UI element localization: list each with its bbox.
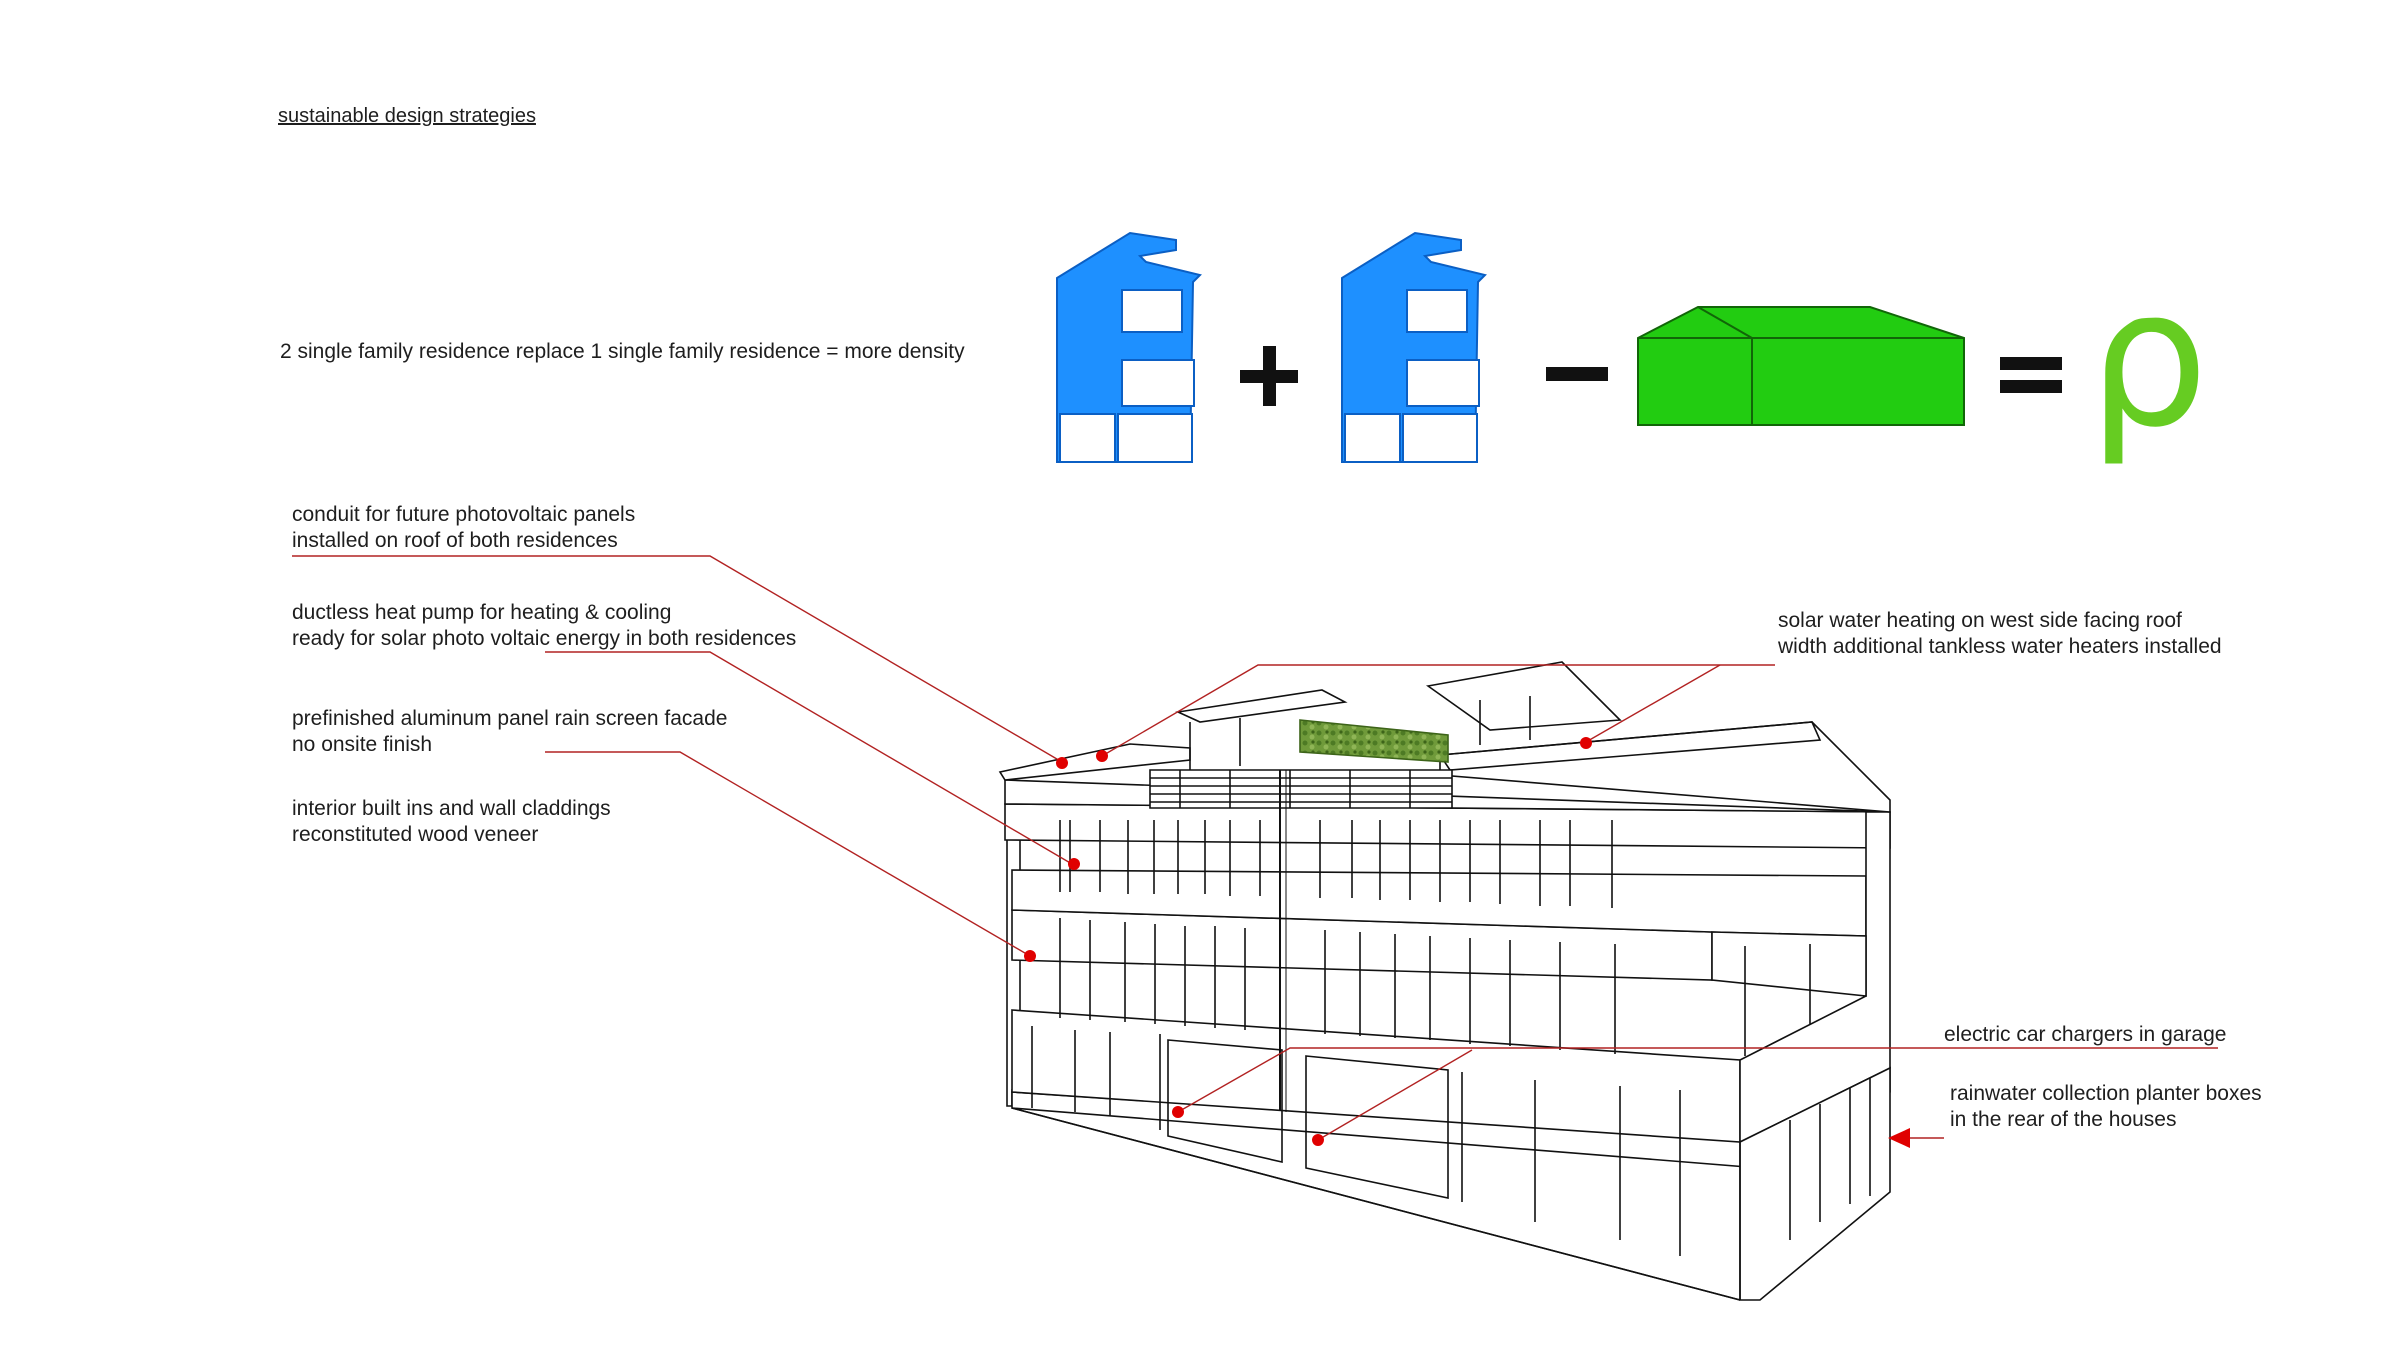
building-drawing (998, 661, 1891, 1301)
marker-dot (1172, 1106, 1184, 1118)
callout-heat-pump: ductless heat pump for heating & cooling… (292, 600, 796, 652)
callout-solar-water-line-2: width additional tankless water heaters … (1778, 635, 2222, 658)
callout-heat-pump-line-2: ready for solar photo voltaic energy in … (292, 627, 797, 650)
callout-photovoltaic-line-1: conduit for future photovoltaic panels (292, 503, 636, 526)
marker-dot (1096, 750, 1108, 762)
callout-photovoltaic: conduit for future photovoltaic panels i… (292, 502, 635, 554)
leader-heat-pump (545, 651, 1073, 865)
callout-interior: interior built ins and wall claddings re… (292, 796, 611, 848)
leader-photovoltaic-2 (1101, 664, 1775, 757)
marker-dot (1580, 737, 1592, 749)
rainwater-arrow-icon (1888, 1128, 1944, 1148)
marker-dot (1312, 1134, 1324, 1146)
callout-facade-line-2: no onsite finish (292, 733, 433, 756)
density-equation-text: 2 single family residence replace 1 sing… (280, 340, 965, 363)
callout-rainwater-line-1: rainwater collection planter boxes (1950, 1082, 2262, 1105)
leader-lines (292, 555, 2218, 1141)
callout-rainwater: rainwater collection planter boxes in th… (1950, 1081, 2262, 1133)
callout-dots (1024, 737, 1592, 1146)
callout-photovoltaic-line-2: installed on roof of both residences (292, 529, 618, 552)
house-icon-1 (1056, 231, 1202, 463)
leader-car-chargers-2 (1317, 1049, 1473, 1141)
callout-heat-pump-line-1: ductless heat pump for heating & cooling (292, 601, 672, 624)
marker-dot (1056, 757, 1068, 769)
callout-solar-water-line-1: solar water heating on west side facing … (1778, 609, 2182, 632)
plus-symbol (1240, 346, 1298, 406)
house-icon-2 (1341, 231, 1487, 463)
callout-car-chargers: electric car chargers in garage (1944, 1022, 2226, 1048)
leader-car-chargers (1177, 1047, 2218, 1113)
equals-symbol (2000, 357, 2062, 393)
callout-car-chargers-line-1: electric car chargers in garage (1944, 1023, 2227, 1046)
callout-interior-line-2: reconstituted wood veneer (292, 823, 539, 846)
marker-dot (1068, 858, 1080, 870)
callout-facade-line-1: prefinished aluminum panel rain screen f… (292, 707, 728, 730)
existing-house-box (1637, 306, 1965, 426)
leader-solar-water (1585, 664, 1721, 743)
density-rho-symbol: ρ (2088, 248, 2209, 469)
leader-photovoltaic (292, 555, 1063, 763)
minus-symbol (1546, 367, 1608, 381)
callout-facade: prefinished aluminum panel rain screen f… (292, 706, 727, 758)
callout-interior-line-1: interior built ins and wall claddings (292, 797, 611, 820)
callout-rainwater-line-2: in the rear of the houses (1950, 1108, 2177, 1131)
callout-solar-water: solar water heating on west side facing … (1778, 608, 2222, 660)
leader-facade (545, 751, 1031, 957)
page-title: sustainable design strategies (278, 105, 536, 127)
marker-dot (1024, 950, 1036, 962)
